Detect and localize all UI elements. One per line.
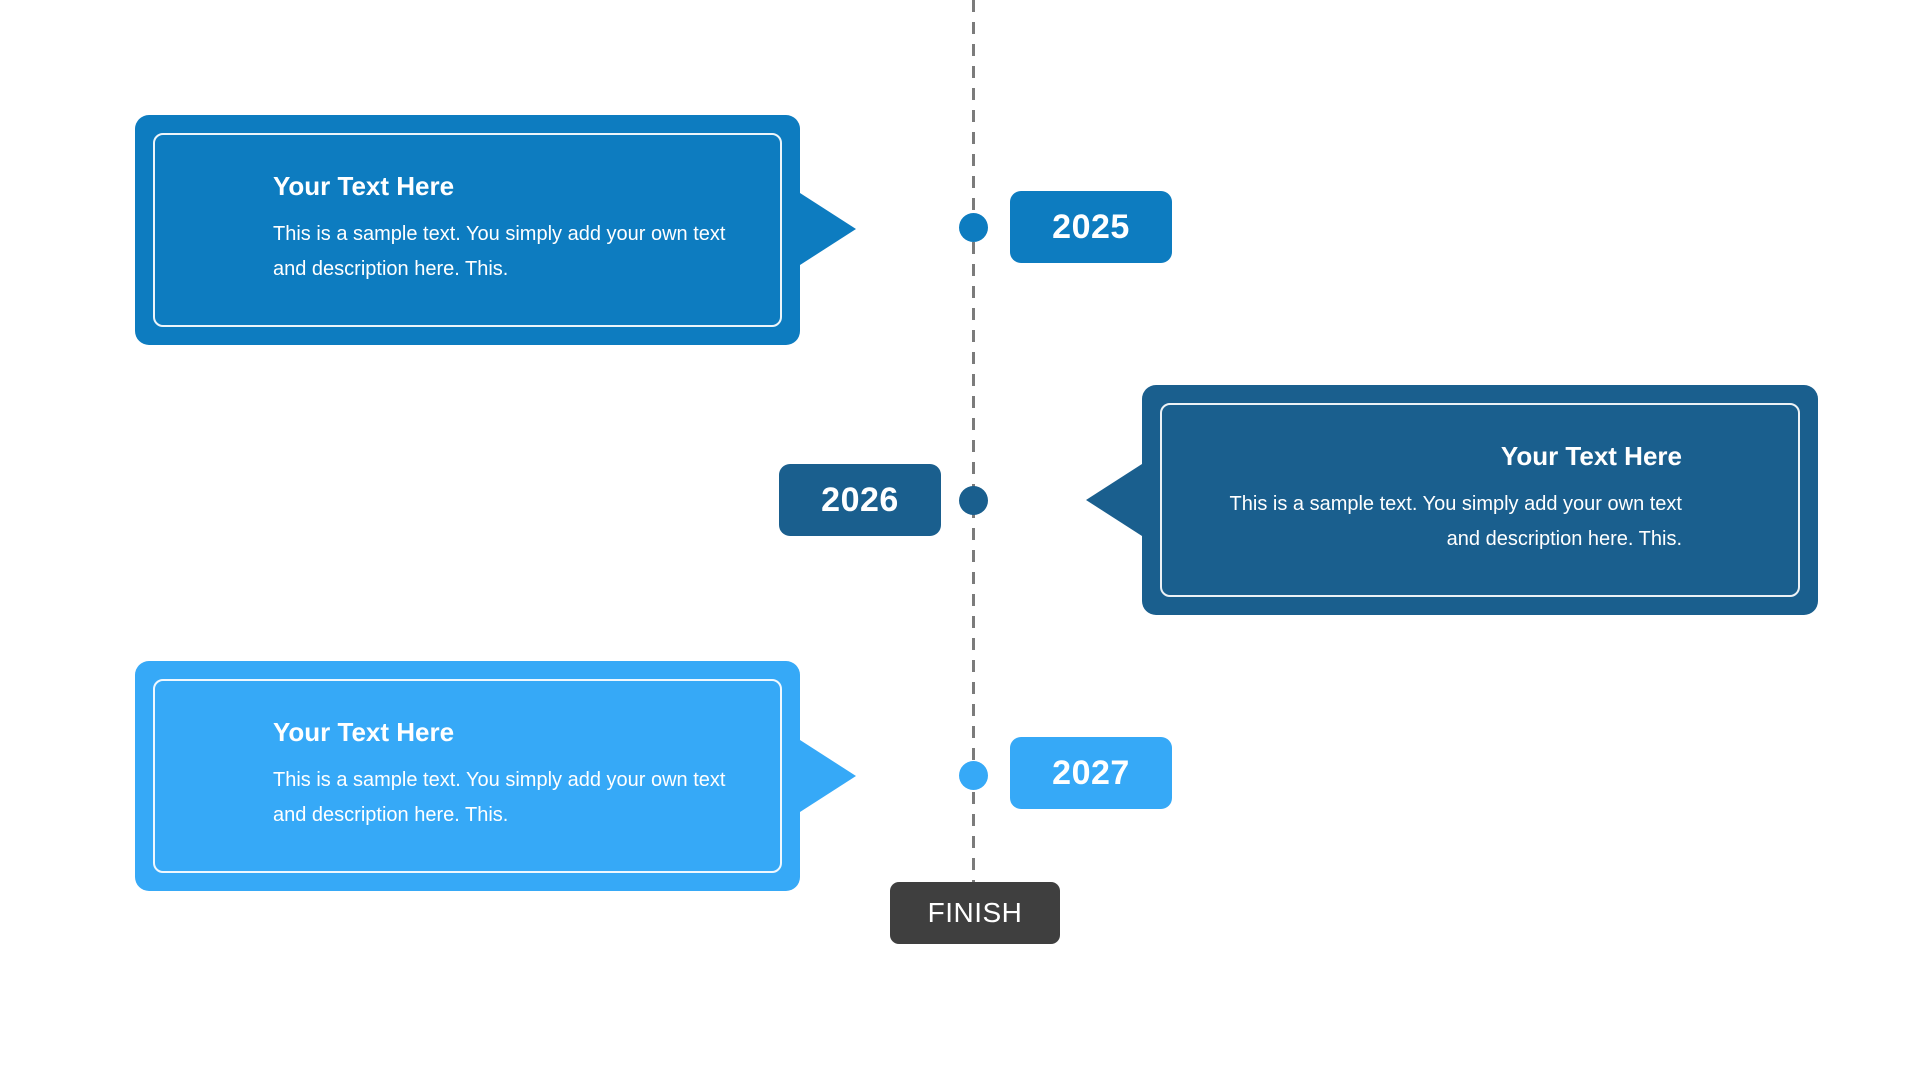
- year-badge-2025[interactable]: 2025: [1010, 191, 1172, 263]
- card-body-2027: This is a sample text. You simply add yo…: [273, 768, 726, 827]
- milestone-card-2026[interactable]: Your Text Here This is a sample text. Yo…: [1142, 385, 1818, 615]
- card-inner-border-2025: Your Text Here This is a sample text. Yo…: [153, 133, 782, 327]
- card-pointer-arrow-2027: [800, 740, 856, 812]
- card-pointer-arrow-2025: [800, 193, 856, 265]
- finish-badge[interactable]: FINISH: [890, 882, 1060, 944]
- milestone-card-2025[interactable]: Your Text Here This is a sample text. Yo…: [135, 115, 800, 345]
- timeline-dot-2027[interactable]: [959, 761, 988, 790]
- timeline-dot-2026[interactable]: [959, 486, 988, 515]
- year-label-2027: 2027: [1052, 753, 1130, 792]
- card-inner-border-2026: Your Text Here This is a sample text. Yo…: [1160, 403, 1800, 597]
- card-title-2027: Your Text Here: [273, 717, 455, 748]
- finish-label: FINISH: [927, 897, 1023, 928]
- card-body-2026: This is a sample text. You simply add yo…: [1229, 492, 1682, 551]
- card-body-2025: This is a sample text. You simply add yo…: [273, 222, 726, 281]
- card-inner-border-2027: Your Text Here This is a sample text. Yo…: [153, 679, 782, 873]
- milestone-card-2027[interactable]: Your Text Here This is a sample text. Yo…: [135, 661, 800, 891]
- year-badge-2027[interactable]: 2027: [1010, 737, 1172, 809]
- card-title-2025: Your Text Here: [273, 171, 455, 202]
- year-badge-2026[interactable]: 2026: [779, 464, 941, 536]
- year-label-2026: 2026: [821, 480, 899, 519]
- timeline-dot-2025[interactable]: [959, 213, 988, 242]
- card-pointer-arrow-2026: [1086, 464, 1142, 536]
- timeline-spine: [972, 0, 975, 882]
- card-title-2026: Your Text Here: [1500, 441, 1682, 472]
- year-label-2025: 2025: [1052, 207, 1130, 246]
